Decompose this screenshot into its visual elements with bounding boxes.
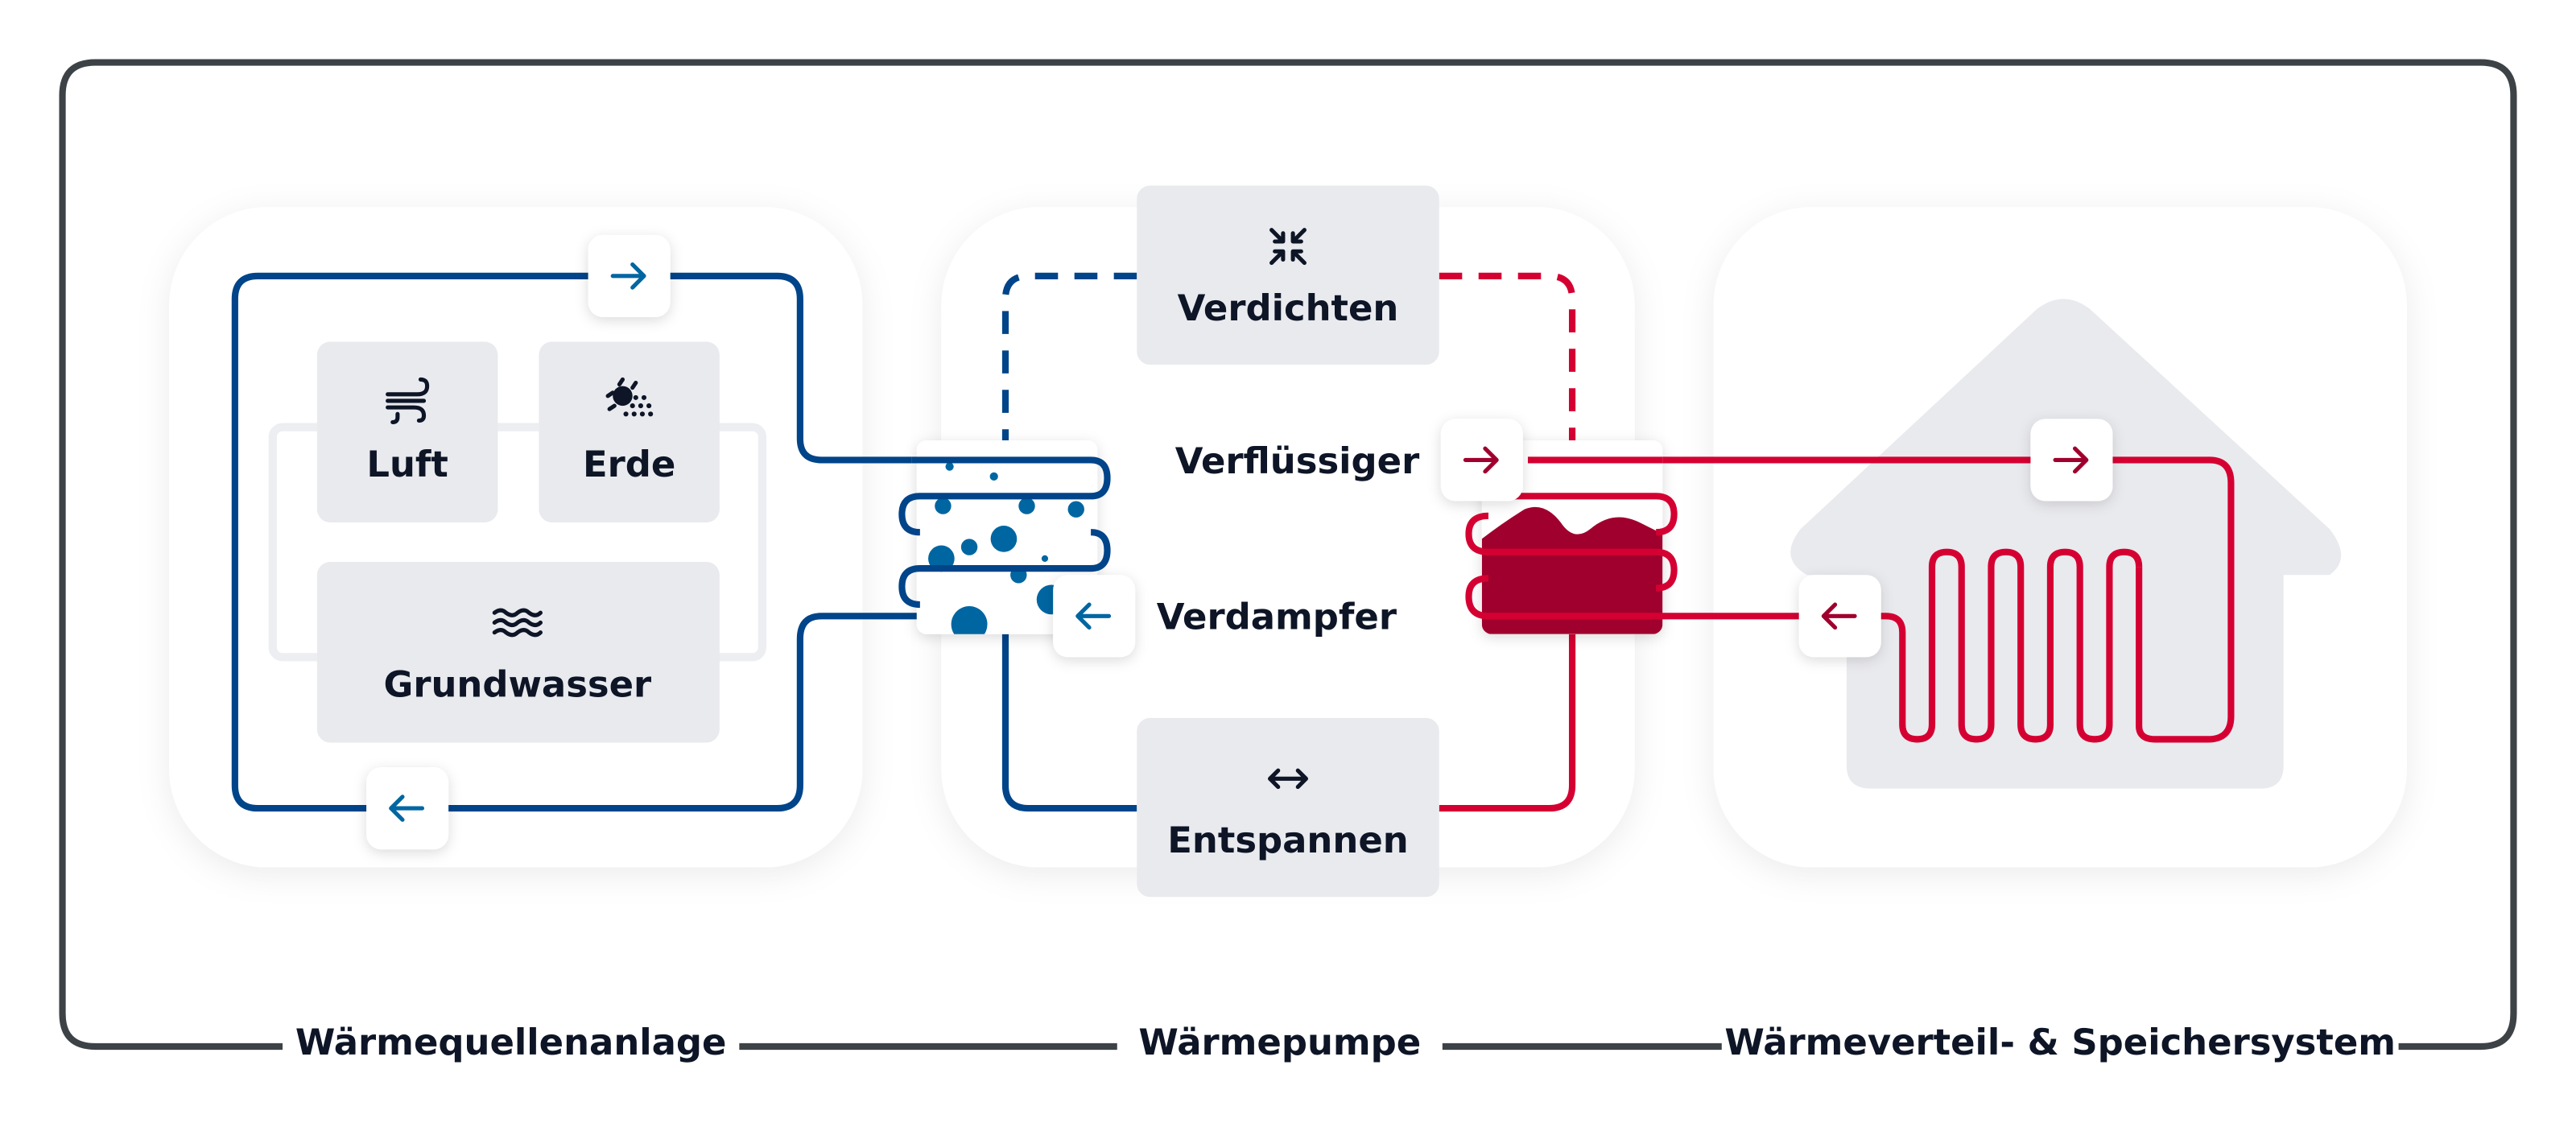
arrow-left-icon bbox=[1075, 602, 1112, 630]
pump-hot-vapor-pipe bbox=[1439, 272, 1576, 440]
section-label-pump: Wärmepumpe bbox=[1138, 1021, 1421, 1063]
arrow-right-icon bbox=[1463, 446, 1499, 474]
house-icon bbox=[1790, 299, 2342, 789]
condenser-label: Verflüssiger bbox=[1175, 440, 1420, 482]
expand-arrows-icon bbox=[1268, 768, 1308, 790]
pump-cold-vapor-pipe bbox=[1001, 272, 1137, 440]
pump-hot-liquid-pipe bbox=[1439, 634, 1576, 812]
panel-pump bbox=[941, 207, 1635, 868]
supply-pipe bbox=[1662, 456, 2235, 743]
flow-badge-source-bottom bbox=[366, 767, 449, 850]
flow-badge-supply bbox=[2030, 419, 2113, 502]
process-expand: Entspannen bbox=[1137, 717, 1439, 898]
wind-icon bbox=[386, 377, 430, 425]
water-waves-icon bbox=[492, 608, 543, 638]
source-loop-pipe bbox=[231, 272, 1084, 812]
source-item-earth: Erde bbox=[539, 341, 720, 522]
arrow-left-icon bbox=[389, 795, 425, 822]
condenser-coil bbox=[1465, 456, 1807, 620]
flow-badge-source-top bbox=[588, 234, 671, 317]
process-label: Verdichten bbox=[1178, 287, 1399, 329]
condenser bbox=[1465, 440, 1807, 634]
outer-frame bbox=[59, 59, 2517, 1051]
flow-badge-condenser bbox=[1440, 419, 1523, 502]
source-item-groundwater: Grundwasser bbox=[316, 561, 720, 743]
pump-cold-liquid-pipe bbox=[1001, 634, 1137, 812]
flow-badge-return bbox=[1798, 575, 1881, 658]
source-item-label: Erde bbox=[583, 443, 675, 485]
earth-sun-icon bbox=[605, 377, 654, 417]
section-label-source: Wärmequellenanlage bbox=[295, 1021, 727, 1063]
arrow-right-icon bbox=[2053, 446, 2089, 474]
process-label: Entspannen bbox=[1167, 819, 1408, 861]
arrow-left-icon bbox=[1821, 602, 1857, 630]
evaporator-label: Verdampfer bbox=[1157, 596, 1397, 638]
section-label-distribution: Wärmeverteil- & Speichersystem bbox=[1724, 1021, 2396, 1063]
source-item-label: Luft bbox=[366, 443, 448, 485]
floor-heating-coil bbox=[1806, 548, 2143, 743]
source-item-air: Luft bbox=[316, 341, 498, 522]
compress-arrows-icon bbox=[1269, 228, 1307, 266]
evaporator-coil bbox=[898, 456, 1111, 609]
flow-badge-evaporator bbox=[1053, 575, 1136, 658]
source-item-label: Grundwasser bbox=[383, 663, 651, 705]
arrow-right-icon bbox=[610, 262, 646, 290]
evaporator bbox=[898, 440, 1111, 634]
process-compress: Verdichten bbox=[1137, 185, 1439, 365]
